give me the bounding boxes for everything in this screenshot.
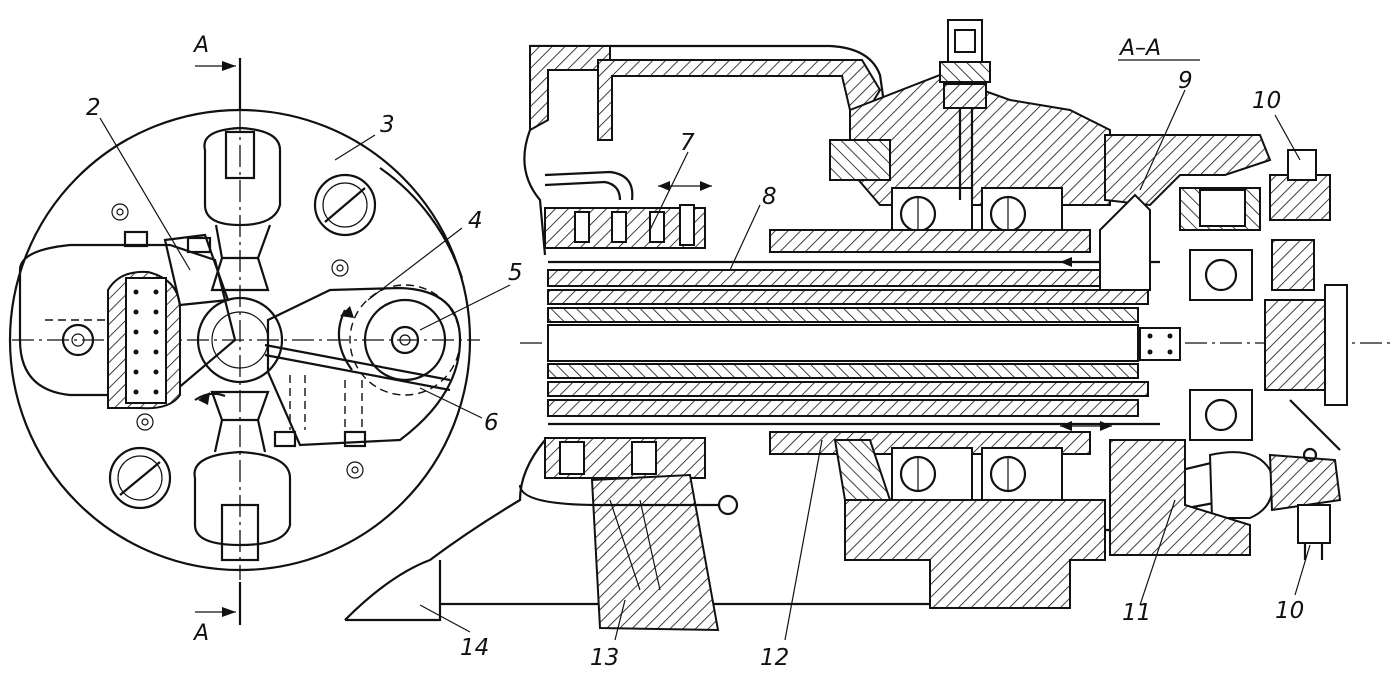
callout-4: 4	[468, 208, 483, 234]
callout-7: 7	[680, 130, 695, 156]
spring-dots	[133, 289, 159, 395]
callout-8: 8	[762, 184, 777, 210]
front-view	[8, 58, 511, 625]
section-title: A–A	[1118, 36, 1161, 61]
callout-11: 11	[1122, 600, 1151, 626]
callout-14: 14	[460, 635, 489, 661]
callout-13: 13	[590, 645, 619, 671]
callout-5: 5	[508, 260, 523, 286]
screw-head-top	[313, 173, 377, 237]
top-jaw	[203, 126, 282, 292]
right-lever	[264, 259, 462, 479]
callout-10-top: 10	[1252, 88, 1281, 114]
section-mark-top: A	[192, 33, 209, 58]
callout-3: 3	[380, 112, 395, 138]
callout-10-bottom: 10	[1275, 598, 1304, 624]
bottom-jaw	[193, 390, 292, 562]
section-mark-bottom: A	[192, 621, 209, 646]
callout-2: 2	[86, 95, 101, 121]
callout-12: 12	[760, 645, 789, 671]
section-view	[344, 19, 1392, 641]
callout-9: 9	[1178, 68, 1193, 94]
screw-head-bottom	[108, 446, 172, 510]
callout-6: 6	[484, 410, 499, 436]
left-lever	[18, 203, 237, 431]
